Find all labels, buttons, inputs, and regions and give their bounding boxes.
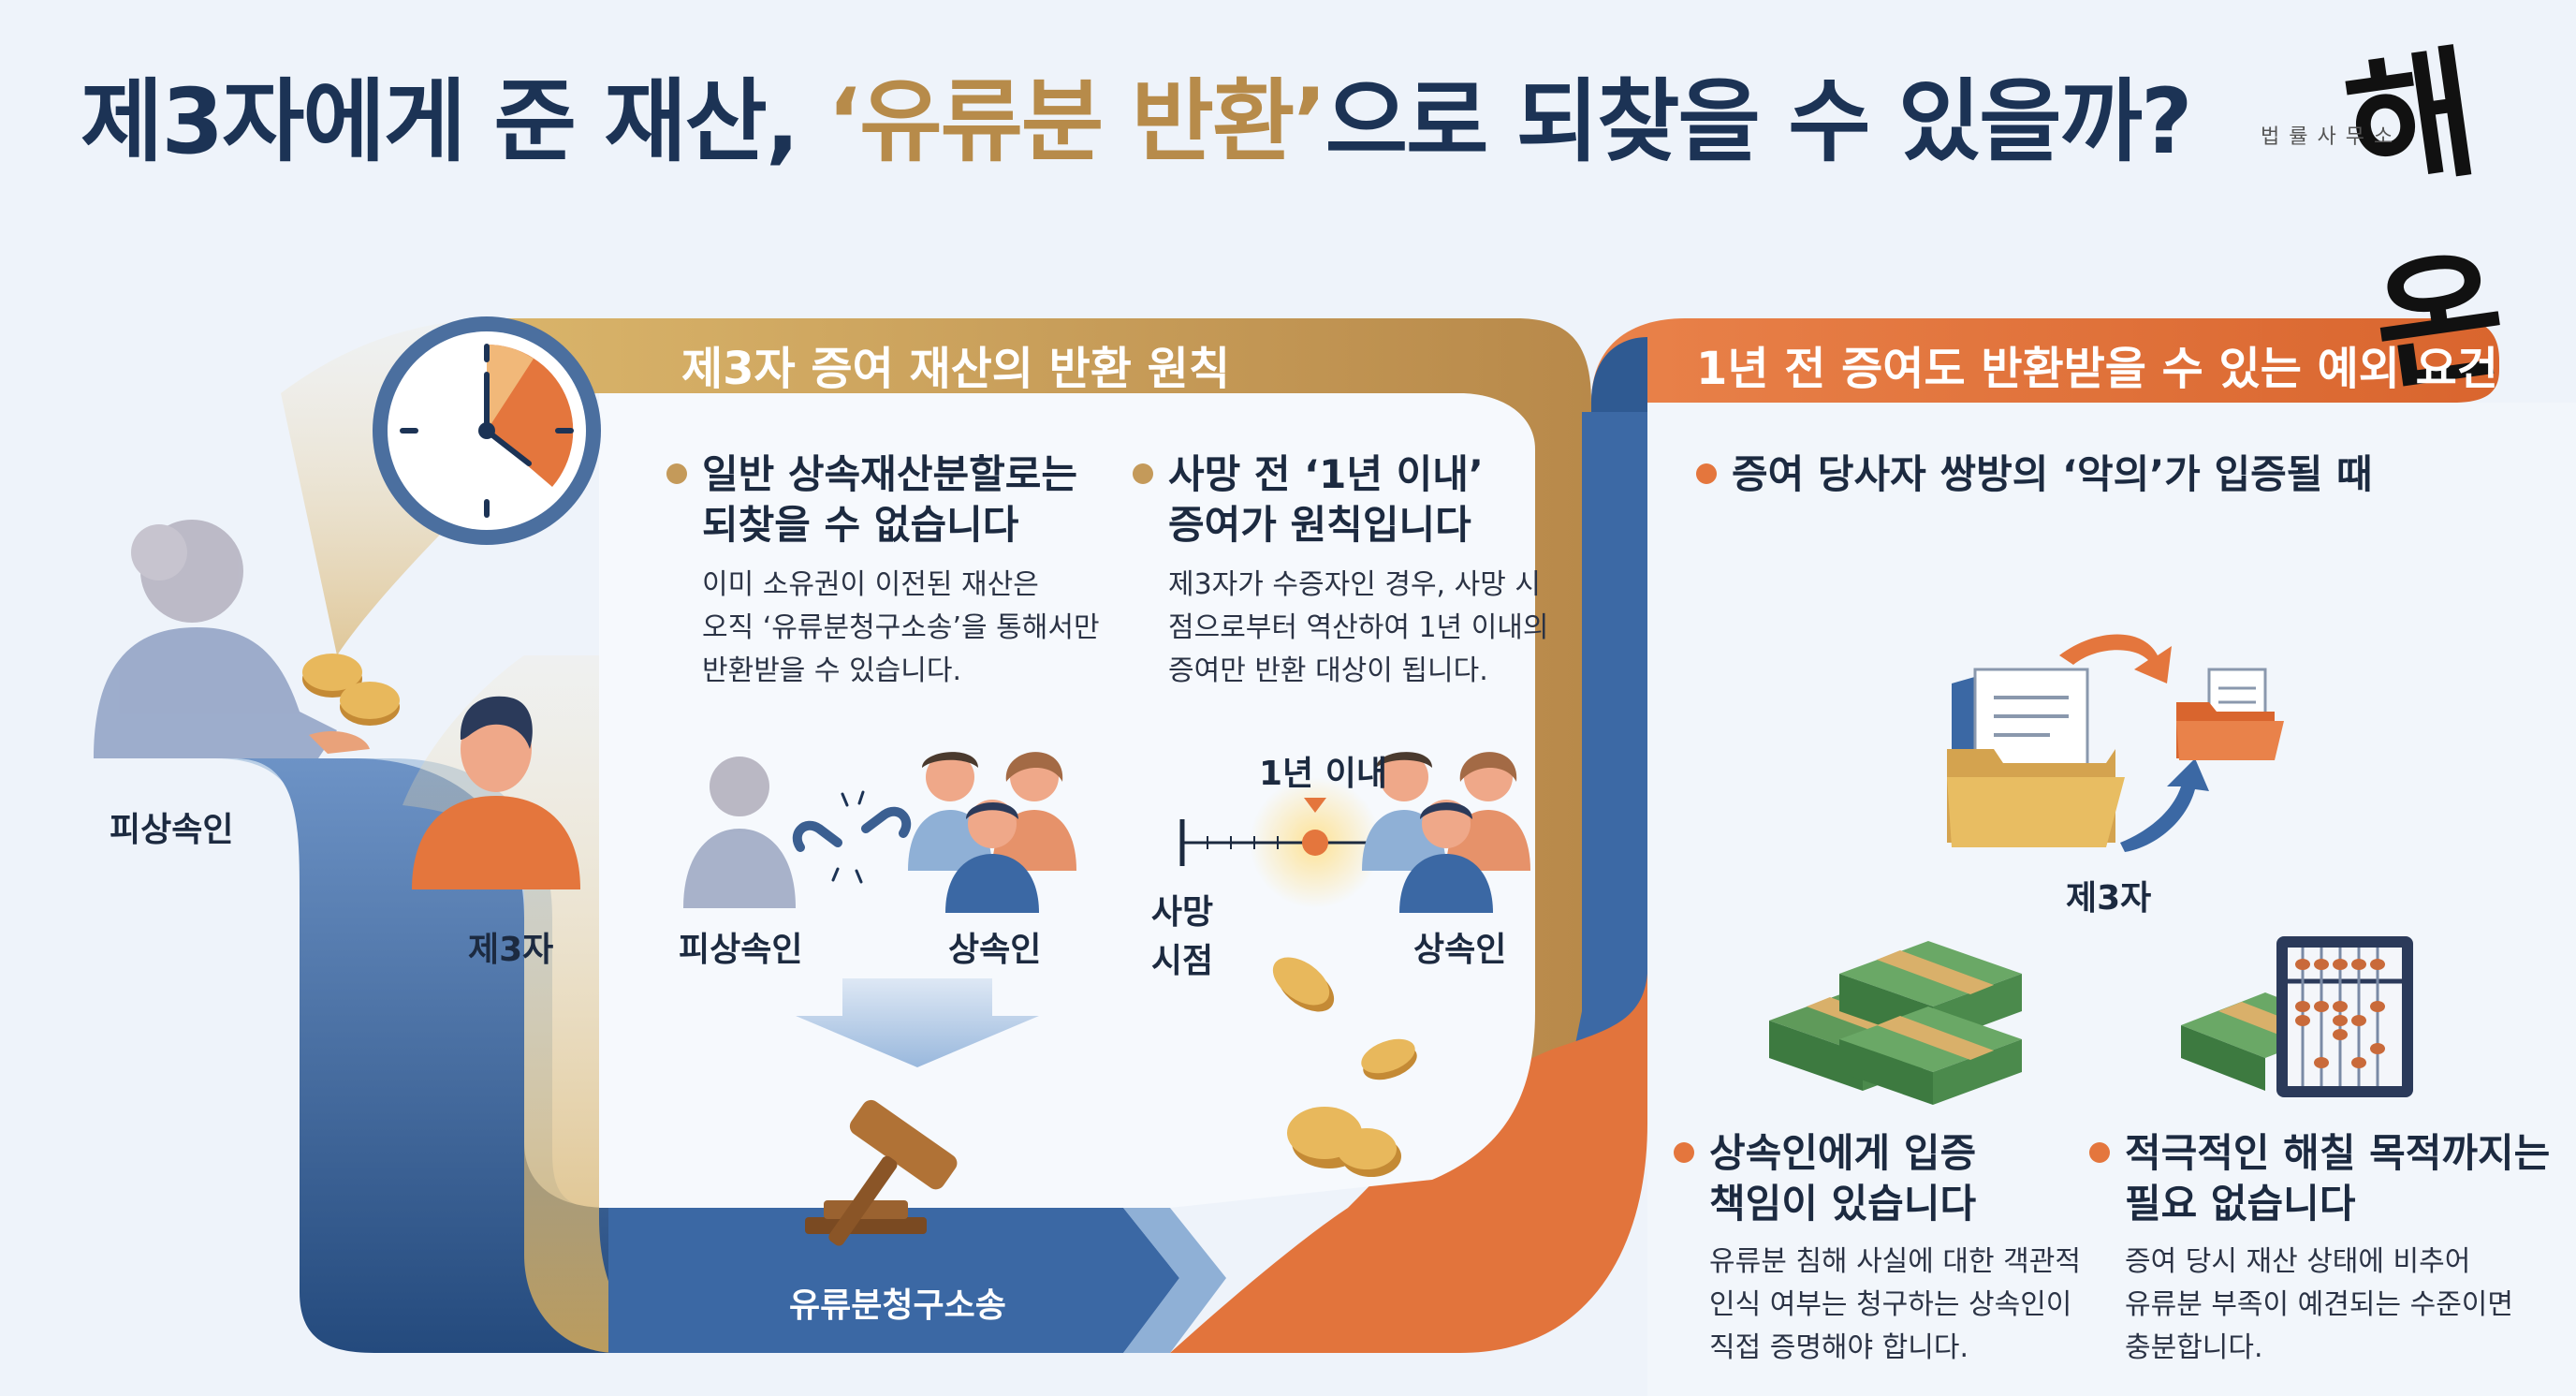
logo-subtitle: 법률사무소 bbox=[2261, 125, 2403, 149]
bullet-dot bbox=[1674, 1141, 1694, 1163]
title-part1: 제3자에게 준 재산, bbox=[80, 69, 827, 174]
decedent-small-figure bbox=[683, 757, 796, 908]
decedent-label: 피상속인 bbox=[110, 811, 234, 849]
folder-icon bbox=[2176, 668, 2284, 760]
heirs-figure-1 bbox=[908, 752, 1076, 913]
timeline bbox=[1179, 777, 1381, 908]
fig1-decedent-label: 피상속인 bbox=[679, 931, 803, 969]
coins-icon bbox=[1272, 957, 1417, 1177]
folder-third-party-label: 제3자 bbox=[2066, 879, 2152, 918]
principle-band-title: 제3자 증여 재산의 반환 원칙 bbox=[681, 343, 1231, 395]
title-part2: 으로 되찾을 수 있을까? bbox=[1325, 69, 2193, 174]
bullet-dot bbox=[2089, 1141, 2110, 1163]
principle-item-2: 사망 전 ‘1년 이내’ 증여가 원칙입니다 제3자가 수증자인 경우, 사망 … bbox=[1133, 449, 1563, 693]
page-title: 제3자에게 준 재산, ‘유류분 반환’으로 되찾을 수 있을까? bbox=[80, 49, 2193, 179]
folder-icon bbox=[1947, 668, 2125, 847]
third-party-label: 제3자 bbox=[468, 931, 554, 969]
heirs-figure-2 bbox=[1362, 752, 1530, 913]
principle-item-1: 일반 상속재산분할로는 되찾을 수 없습니다 이미 소유권이 이전된 재산은 오… bbox=[666, 449, 1116, 693]
gavel-icon bbox=[805, 1099, 958, 1246]
abacus-icon bbox=[2276, 936, 2413, 1097]
fig1-heir-label: 상속인 bbox=[948, 931, 1042, 969]
arrow-icon bbox=[2059, 634, 2209, 852]
lawsuit-label: 유류분청구소송 bbox=[789, 1286, 1006, 1325]
clock-icon bbox=[373, 316, 601, 545]
fig2-heir-label: 상속인 bbox=[1413, 931, 1507, 969]
exception-band-title: 1년 전 증여도 반환받을 수 있는 예외 요건 bbox=[1696, 343, 2498, 395]
title-highlight: ‘유류분 반환’ bbox=[827, 69, 1327, 174]
bullet-dot bbox=[666, 463, 687, 484]
bullet-dot bbox=[1696, 463, 1717, 484]
decedent-figure bbox=[94, 520, 337, 758]
exception-item-2: 적극적인 해칠 목적까지는 필요 없습니다 증여 당시 재산 상태에 비추어 유… bbox=[2089, 1128, 2557, 1370]
coins-icon bbox=[302, 654, 400, 726]
money-stack-icon bbox=[1769, 941, 2022, 1105]
death-point-label: 사망 시점 bbox=[1150, 893, 1214, 980]
exception-item-1: 상속인에게 입증 책임이 있습니다 유류분 침해 사실에 대한 객관적 인식 여… bbox=[1674, 1128, 2114, 1370]
broken-chain-icon bbox=[792, 790, 912, 884]
exception-main-point: 증여 당사자 쌍방의 ‘악의’가 입증될 때 bbox=[1696, 449, 2373, 500]
third-party-figure bbox=[412, 696, 580, 889]
within-one-year-label: 1년 이내 bbox=[1259, 755, 1387, 793]
bullet-dot bbox=[1133, 463, 1153, 484]
